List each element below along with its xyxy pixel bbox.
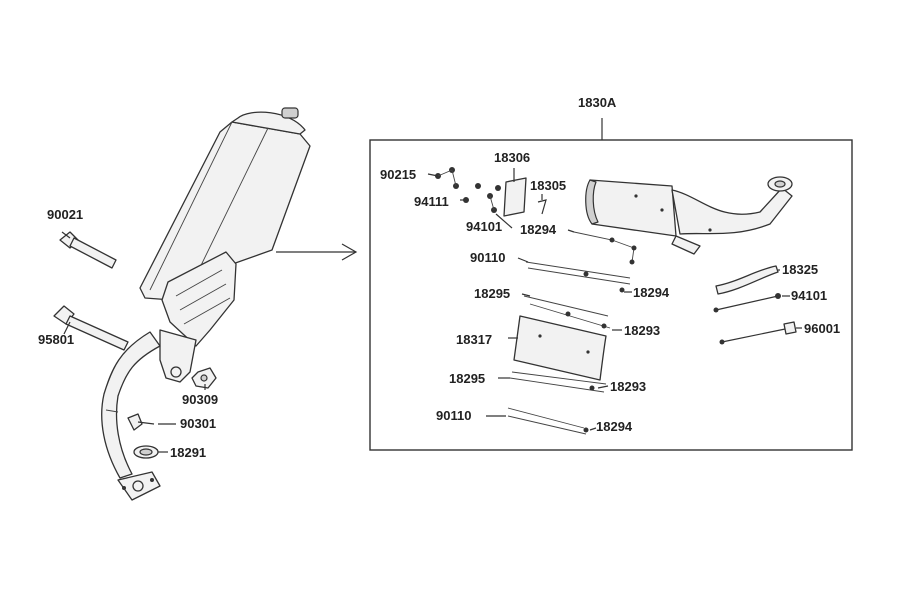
callout-18294-a: 18294 bbox=[520, 222, 557, 237]
callout-90110-b: 90110 bbox=[436, 408, 472, 423]
callout-90110-a: 90110 bbox=[470, 250, 506, 265]
callout-94111: 94111 bbox=[414, 194, 449, 209]
callout-95801: 95801 bbox=[38, 332, 75, 347]
callout-18293-b: 18293 bbox=[610, 379, 647, 394]
bolt-90021-drawing bbox=[59, 231, 117, 269]
callout-96001: 96001 bbox=[804, 321, 841, 336]
callout-18325: 18325 bbox=[782, 262, 819, 277]
callout-90301: 90301 bbox=[180, 416, 217, 431]
callout-90021: 90021 bbox=[47, 207, 84, 222]
gasket-18291-drawing bbox=[133, 445, 159, 459]
callout-94101-b: 94101 bbox=[791, 288, 828, 303]
stud-90301-drawing bbox=[127, 413, 155, 431]
callout-18291: 18291 bbox=[170, 445, 207, 460]
callout-18295-a: 18295 bbox=[474, 286, 511, 301]
nut-90309-drawing bbox=[191, 367, 217, 389]
callout-94101-a: 94101 bbox=[466, 219, 503, 234]
callout-18306: 18306 bbox=[494, 150, 531, 165]
callout-18295-b: 18295 bbox=[449, 371, 486, 386]
callout-18294-b: 18294 bbox=[633, 285, 670, 300]
callout-18294-c: 18294 bbox=[596, 419, 633, 434]
callout-18293-a: 18293 bbox=[624, 323, 661, 338]
callout-90215: 90215 bbox=[380, 167, 417, 182]
callout-90309: 90309 bbox=[182, 392, 219, 407]
muffler-assembly-drawing bbox=[101, 107, 311, 501]
callout-18305: 18305 bbox=[530, 178, 567, 193]
exploded-view-drawing bbox=[435, 167, 797, 435]
assembly-label: 1830A bbox=[578, 95, 617, 110]
bolt-95801-drawing bbox=[53, 305, 129, 351]
assembly-1830A-box bbox=[369, 139, 853, 451]
callout-18317: 18317 bbox=[456, 332, 493, 347]
